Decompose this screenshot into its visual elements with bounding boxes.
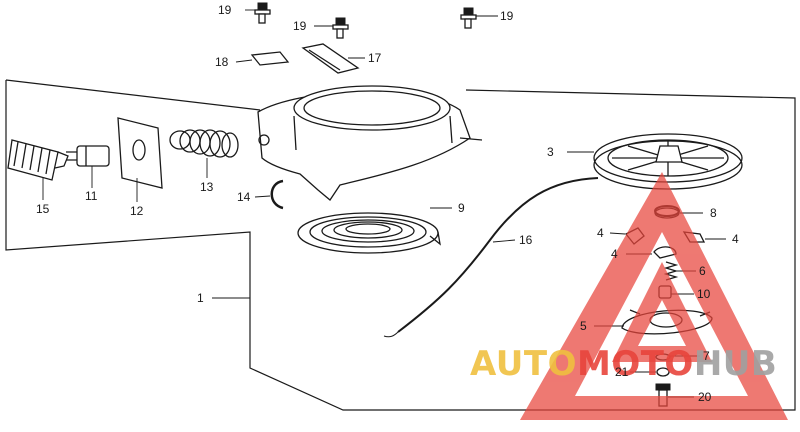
callout-9: 9 (458, 201, 465, 215)
plate-12 (117, 117, 163, 202)
callout-6: 6 (699, 264, 706, 278)
callout-11: 11 (85, 189, 98, 203)
bolt-19-middle (314, 17, 349, 39)
assembly-outline-top (5, 79, 261, 111)
bolt-19-right (460, 7, 498, 29)
bolt-19-left (245, 2, 271, 24)
watermark-triangle-icon (520, 172, 788, 420)
callout-8: 8 (710, 206, 717, 220)
assembly-outline (5, 80, 796, 411)
watermark-logo (520, 172, 788, 420)
watermark-part-auto: AUTO (470, 344, 577, 384)
decal-17 (301, 43, 365, 74)
decal-18 (235, 51, 290, 66)
callout-5: 5 (580, 319, 587, 333)
grip-15 (7, 139, 69, 200)
callout-7: 7 (703, 349, 710, 363)
spring-13 (169, 129, 239, 178)
callout-21: 21 (615, 365, 629, 379)
callout-16: 16 (519, 233, 533, 247)
callout-20: 20 (698, 390, 712, 404)
recoil-spring-9 (297, 207, 452, 254)
watermark-inner-triangle-icon (612, 262, 712, 362)
washer-21 (630, 367, 670, 377)
callout-17: 17 (368, 51, 382, 65)
watermark-part-moto: MOTO (577, 344, 694, 384)
callout-19-left: 19 (218, 3, 232, 17)
callout-19-middle: 19 (293, 19, 307, 33)
callout-1: 1 (197, 291, 204, 305)
callout-13: 13 (200, 180, 214, 194)
watermark-part-hub: HUB (694, 344, 777, 384)
callout-12: 12 (130, 204, 144, 218)
callout-3: 3 (547, 145, 554, 159)
rope-16 (383, 177, 599, 338)
callout-18: 18 (215, 55, 229, 69)
joint-11 (66, 145, 110, 188)
circlip-14 (254, 179, 284, 210)
callout-14: 14 (237, 190, 251, 204)
callout-4-right: 4 (732, 232, 739, 246)
callout-4-left: 4 (597, 226, 604, 240)
watermark-text: AUTOMOTOHUB (470, 344, 777, 384)
callout-19-right: 19 (500, 9, 514, 23)
callout-4-middle: 4 (611, 247, 618, 261)
callout-15: 15 (36, 202, 50, 216)
starter-cover (257, 85, 483, 201)
callout-10: 10 (697, 287, 711, 301)
reel-3 (567, 133, 743, 190)
